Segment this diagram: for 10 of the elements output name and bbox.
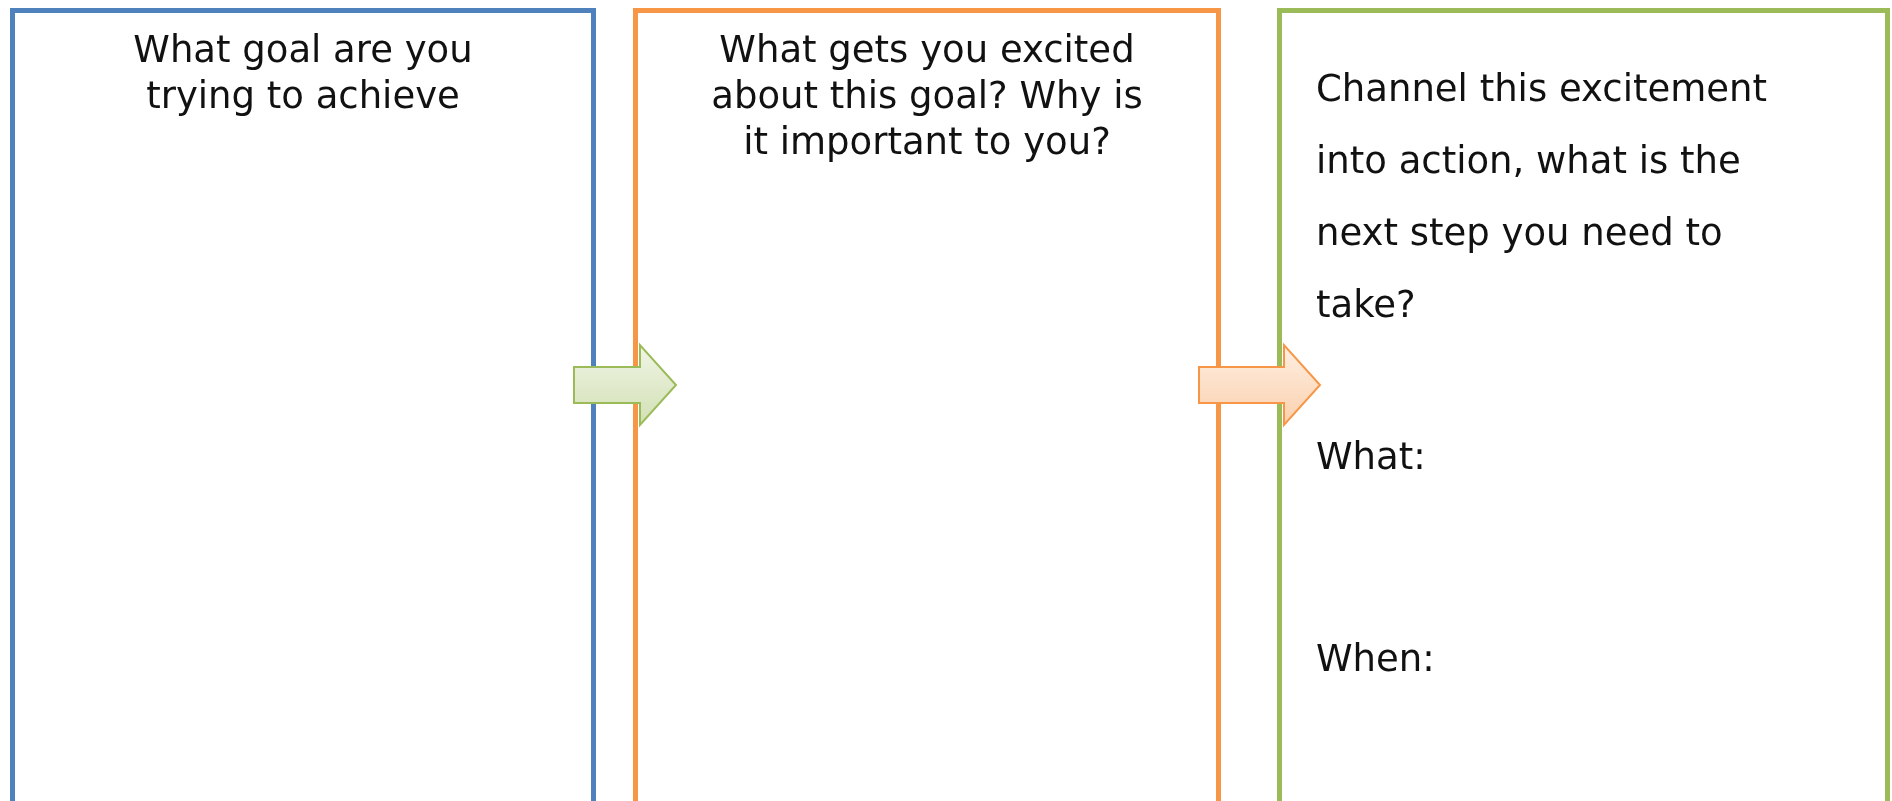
field-label: When:: [1316, 636, 1436, 682]
question-box: [633, 8, 1221, 801]
question-text: What gets you excited about this goal? Why is it important to you?: [710, 27, 1144, 165]
block-arrow: [1198, 342, 1322, 428]
block-arrow: [573, 342, 678, 428]
question-box: [10, 8, 596, 801]
question-text: Channel this excitement into action, what is the next step you need to take?: [1316, 66, 1768, 328]
question-box: [1277, 8, 1890, 801]
field-label: What:: [1316, 434, 1427, 480]
question-text: What goal are you trying to achieve: [132, 27, 474, 119]
